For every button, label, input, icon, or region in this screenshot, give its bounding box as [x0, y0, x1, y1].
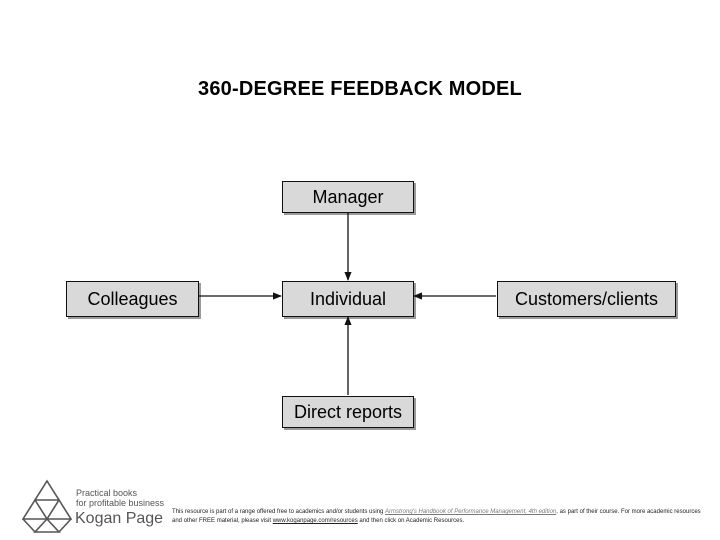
footnote-text: This resource is part of a range offered… — [172, 509, 701, 524]
node-colleagues: Colleagues — [66, 281, 199, 317]
node-direct-reports: Direct reports — [282, 396, 414, 428]
logo-name: Kogan Page — [75, 510, 164, 527]
node-manager-label: Manager — [312, 186, 384, 207]
book-title-link[interactable]: Armstrong's Handbook of Performance Mana… — [385, 509, 557, 515]
diagram-title: 360-DEGREE FEEDBACK MODEL — [198, 78, 522, 100]
resources-link[interactable]: www.koganpage.com/resources — [272, 518, 358, 524]
kogan-page-logo-icon — [22, 479, 72, 533]
node-colleagues-label: Colleagues — [87, 288, 178, 309]
node-individual-label: Individual — [309, 288, 387, 309]
node-direct-reports-label: Direct reports — [293, 401, 403, 422]
node-manager: Manager — [282, 181, 414, 213]
logo-tagline: Practical books for profitable business — [76, 488, 165, 508]
node-customers-clients: Customers/clients — [497, 281, 676, 317]
node-customers-label: Customers/clients — [514, 288, 659, 309]
